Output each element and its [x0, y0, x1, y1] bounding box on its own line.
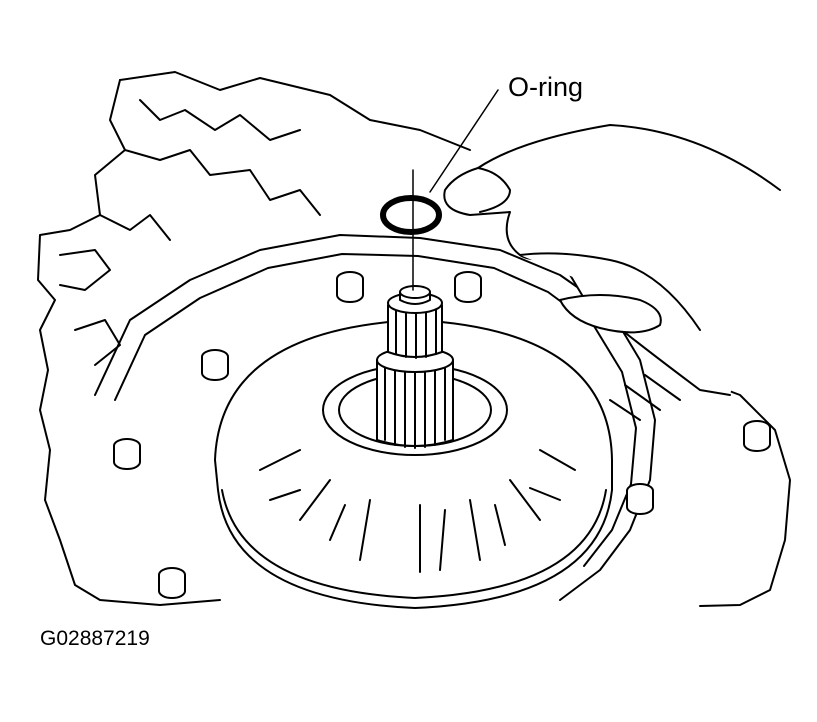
bolt: [158, 567, 186, 599]
bolt: [743, 420, 771, 452]
o-ring: [380, 195, 442, 235]
bolt: [454, 271, 482, 303]
case-bolts: [113, 271, 771, 599]
figure-id: G02887219: [40, 627, 150, 650]
hand: [443, 124, 781, 421]
bolt: [336, 271, 364, 303]
o-ring-callout-label: O-ring: [508, 72, 584, 102]
bolt: [113, 438, 141, 470]
input-shaft: [376, 285, 454, 449]
bolt: [201, 349, 229, 381]
bolt: [626, 483, 654, 515]
callout-leader-line: [429, 89, 499, 193]
